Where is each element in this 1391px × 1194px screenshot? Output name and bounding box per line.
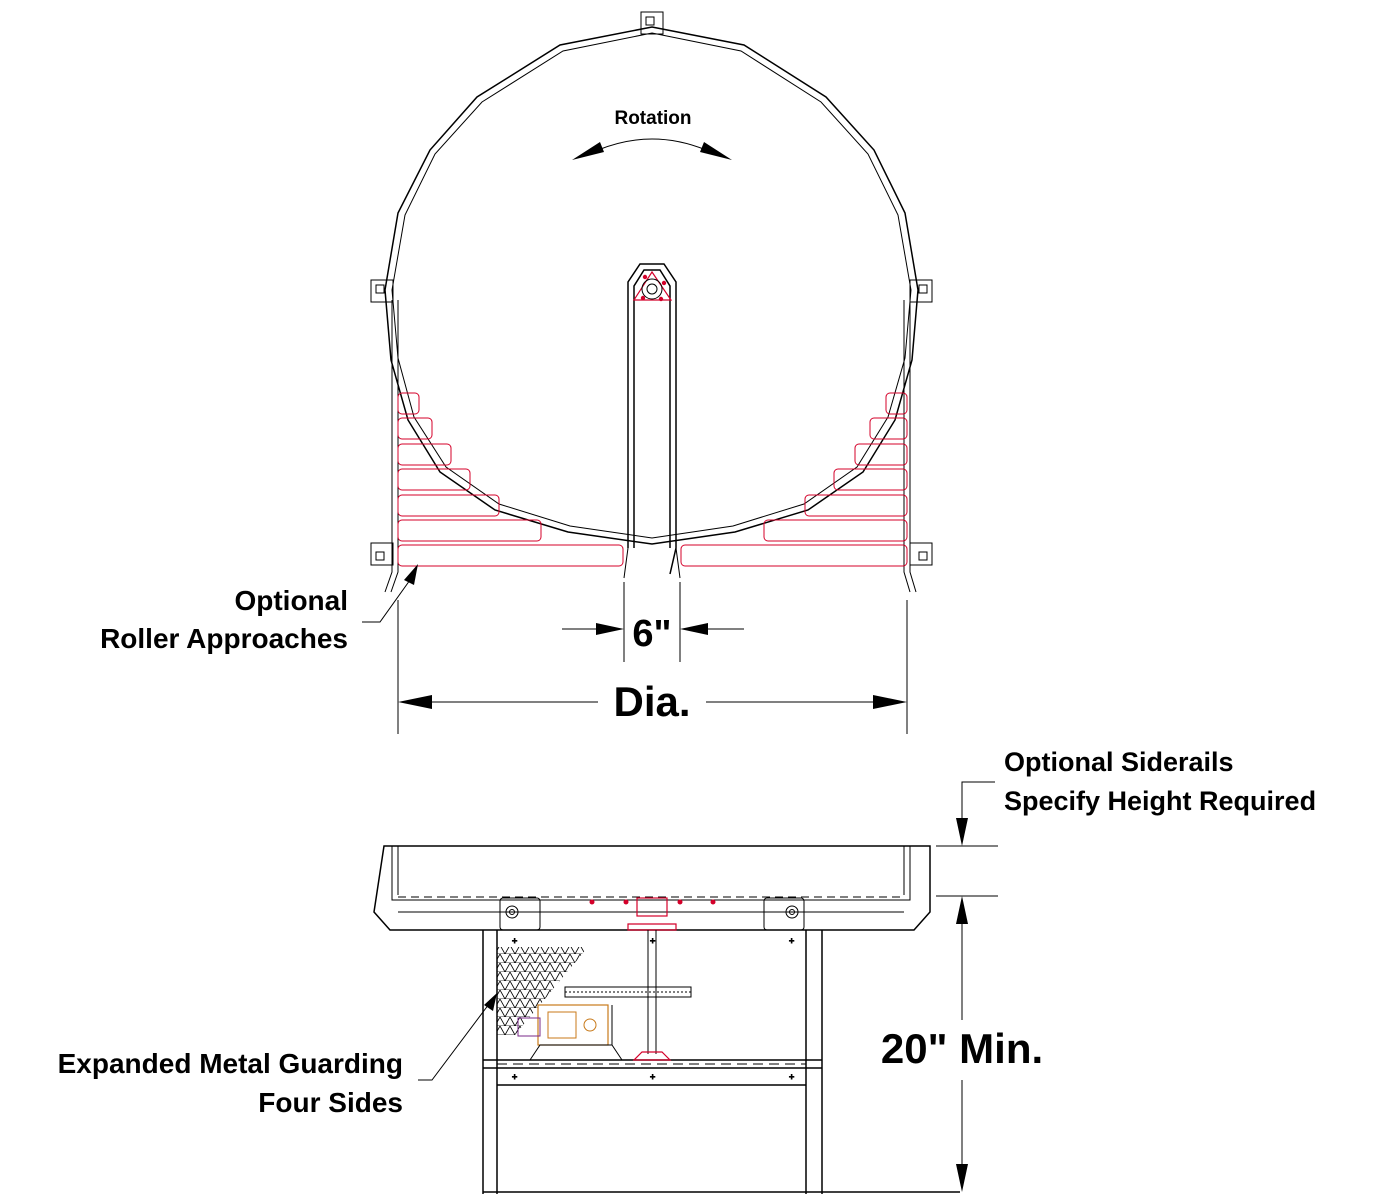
- left-side-rail: [384, 300, 399, 593]
- rotation-indicator: [572, 138, 732, 160]
- gear-motor: [517, 1004, 623, 1061]
- svg-text:+: +: [512, 1072, 517, 1082]
- svg-text:+: +: [650, 936, 655, 946]
- diameter-dimension: [397, 600, 908, 734]
- left-roller-approach: [397, 392, 624, 567]
- gap-dimension-label: 6": [632, 613, 671, 655]
- svg-text:+: +: [512, 936, 517, 946]
- optional-roller-label-line1: Optional: [234, 585, 348, 616]
- svg-text:+: +: [650, 1072, 655, 1082]
- siderails-label-line2: Specify Height Required: [1004, 786, 1316, 816]
- table-outer-outline: [384, 26, 919, 545]
- right-caster: [763, 897, 805, 931]
- guarding-leader: [418, 993, 497, 1081]
- left-bracket-lower: [370, 542, 394, 566]
- center-slot: [627, 263, 677, 575]
- top-bracket: [640, 11, 664, 35]
- siderails-label-line1: Optional Siderails: [1004, 747, 1234, 777]
- gap-dimension: [562, 582, 744, 662]
- diameter-label: Dia.: [613, 678, 690, 725]
- optional-roller-label-line2: Roller Approaches: [100, 623, 348, 654]
- drive-shaft: [564, 930, 692, 1061]
- top-pivot-bearing: [589, 897, 716, 931]
- min-height-dimension: [956, 1080, 968, 1192]
- left-bracket-upper: [370, 279, 394, 303]
- right-bracket-lower: [909, 542, 933, 566]
- svg-text:+: +: [789, 936, 794, 946]
- table-top-frame: [373, 845, 931, 931]
- rotation-label: Rotation: [614, 108, 691, 129]
- guarding-label-line1: Expanded Metal Guarding: [58, 1048, 403, 1079]
- plan-view: Rotation 6" Dia. Optional Roller Appro: [100, 11, 933, 734]
- roller-leader: [362, 564, 418, 623]
- guarding-label-line2: Four Sides: [258, 1087, 403, 1118]
- right-roller-approach: [680, 392, 908, 567]
- left-caster: [499, 897, 541, 931]
- table-inner-outline: [391, 32, 912, 539]
- elevation-view: + + + + + +: [58, 747, 1316, 1194]
- right-side-rail: [903, 300, 917, 593]
- right-bracket-upper: [909, 279, 933, 303]
- svg-text:+: +: [789, 1072, 794, 1082]
- siderail-dimension: [936, 781, 998, 1020]
- min-height-label: 20" Min.: [881, 1025, 1043, 1072]
- pivot-bearing: [632, 270, 673, 302]
